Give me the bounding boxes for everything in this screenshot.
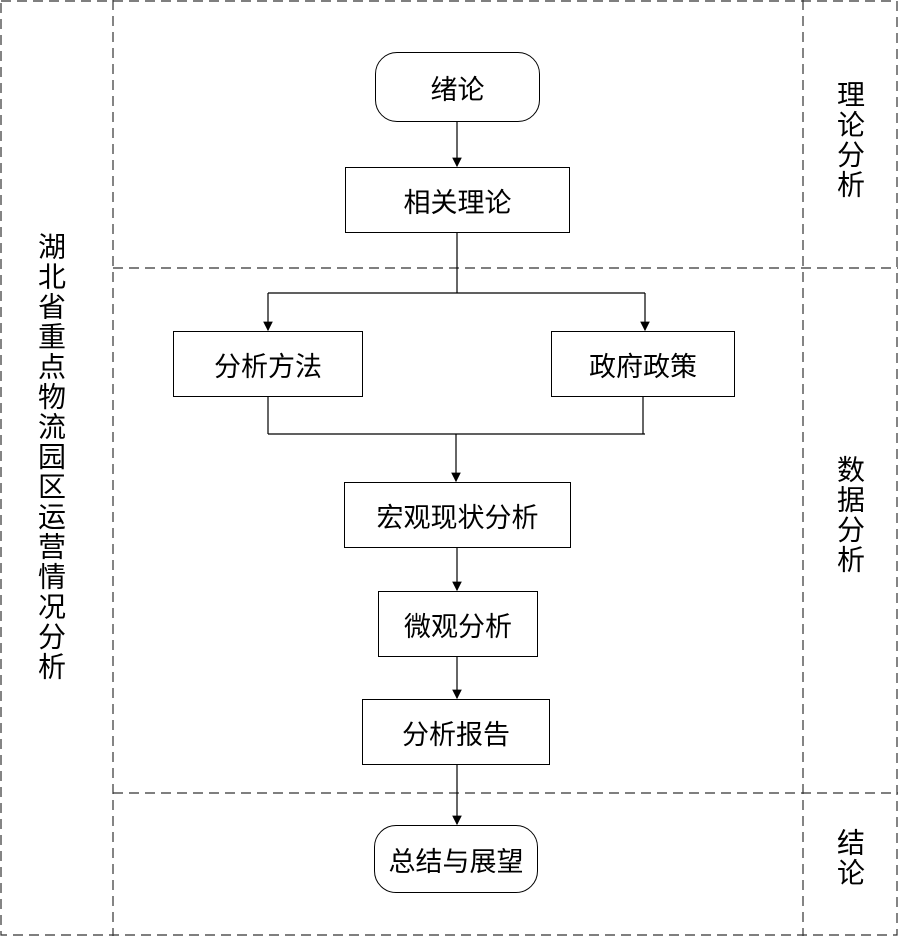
lane-label-theory: 理论分析 (833, 80, 866, 200)
node-method: 分析方法 (173, 331, 363, 397)
lane-label-data: 数据分析 (833, 455, 866, 575)
node-policy: 政府政策 (551, 331, 735, 397)
node-macro: 宏观现状分析 (344, 482, 571, 548)
connectors (263, 122, 650, 826)
node-intro: 绪论 (375, 52, 540, 122)
lane-label-conclusion: 结论 (833, 828, 866, 888)
node-theory: 相关理论 (345, 167, 570, 233)
node-report: 分析报告 (362, 699, 550, 765)
node-conclusion: 总结与展望 (374, 825, 538, 893)
node-micro: 微观分析 (378, 591, 538, 657)
lane-label-main: 湖北省重点物流园区运营情况分析 (34, 232, 67, 682)
